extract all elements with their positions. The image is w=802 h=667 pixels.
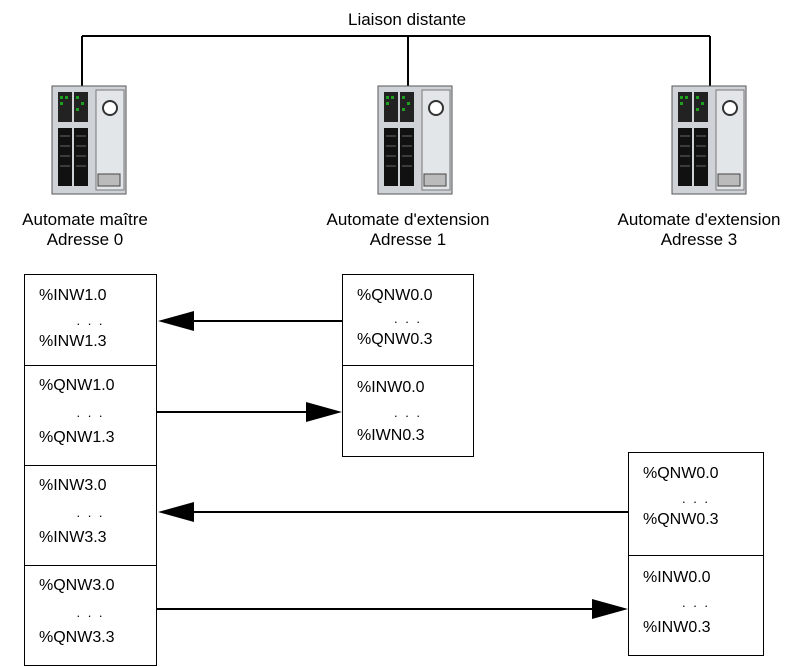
word-ellipsis: . . . <box>393 311 423 326</box>
ext3-row-qnw0: %QNW0.0 . . . %QNW0.3 <box>629 453 763 556</box>
arrowhead-left <box>158 311 194 331</box>
arrowhead-right <box>592 599 628 619</box>
ext1-word-table: %QNW0.0 . . . %QNW0.3 %INW0.0 . . . %IWN… <box>342 274 474 457</box>
arrowhead-left <box>158 502 194 522</box>
word-last: %QNW1.3 <box>39 429 115 446</box>
remote-link-label: Liaison distante <box>348 10 467 29</box>
ext3-word-table: %QNW0.0 . . . %QNW0.3 %INW0.0 . . . %INW… <box>628 452 764 656</box>
word-first: %INW0.0 <box>357 379 425 396</box>
plc-ext3-address: Adresse 3 <box>660 230 738 249</box>
word-last: %INW3.3 <box>39 529 107 546</box>
master-word-table: %INW1.0 . . . %INW1.3 %QNW1.0 . . . %QNW… <box>24 274 157 666</box>
plc-icon-master <box>51 85 127 195</box>
word-first: %INW1.0 <box>39 287 107 304</box>
plc-master-address: Adresse 0 <box>46 230 124 249</box>
plc-ext1-address: Adresse 1 <box>369 230 447 249</box>
plc-master-caption: Automate maître Adresse 0 <box>0 210 170 250</box>
arrowhead-right <box>306 402 342 422</box>
plc-icon-ext1 <box>377 85 453 195</box>
word-ellipsis: . . . <box>681 491 711 506</box>
word-ellipsis: . . . <box>681 595 711 610</box>
master-row-qnw1: %QNW1.0 . . . %QNW1.3 <box>25 365 156 466</box>
word-first: %QNW0.0 <box>643 465 719 482</box>
ext1-row-qnw0: %QNW0.0 . . . %QNW0.3 <box>343 275 473 366</box>
word-first: %INW0.0 <box>643 569 711 586</box>
plc-ext1-caption: Automate d'extension Adresse 1 <box>300 210 516 250</box>
word-first: %QNW0.0 <box>357 287 433 304</box>
word-ellipsis: . . . <box>76 405 105 420</box>
ext3-row-inw0: %INW0.0 . . . %INW0.3 <box>629 555 763 657</box>
word-last: %QNW3.3 <box>39 629 115 646</box>
master-row-inw1: %INW1.0 . . . %INW1.3 <box>25 275 156 366</box>
master-row-inw3: %INW3.0 . . . %INW3.3 <box>25 465 156 566</box>
word-last: %INW1.3 <box>39 333 107 350</box>
word-last: %IWN0.3 <box>357 427 425 444</box>
plc-icon-ext3 <box>671 85 747 195</box>
word-last: %QNW0.3 <box>357 331 433 348</box>
ext1-row-inw0: %INW0.0 . . . %IWN0.3 <box>343 365 473 458</box>
word-first: %QNW3.0 <box>39 577 115 594</box>
plc-ext3-name: Automate d'extension <box>617 210 781 229</box>
word-ellipsis: . . . <box>76 313 105 328</box>
word-ellipsis: . . . <box>76 505 105 520</box>
word-last: %INW0.3 <box>643 619 711 636</box>
plc-ext1-name: Automate d'extension <box>326 210 490 229</box>
word-first: %INW3.0 <box>39 477 107 494</box>
word-ellipsis: . . . <box>76 605 105 620</box>
master-row-qnw3: %QNW3.0 . . . %QNW3.3 <box>25 565 156 667</box>
word-first: %QNW1.0 <box>39 377 115 394</box>
word-ellipsis: . . . <box>393 405 423 420</box>
plc-master-name: Automate maître <box>22 210 148 229</box>
word-last: %QNW0.3 <box>643 511 719 528</box>
plc-ext3-caption: Automate d'extension Adresse 3 <box>596 210 802 250</box>
